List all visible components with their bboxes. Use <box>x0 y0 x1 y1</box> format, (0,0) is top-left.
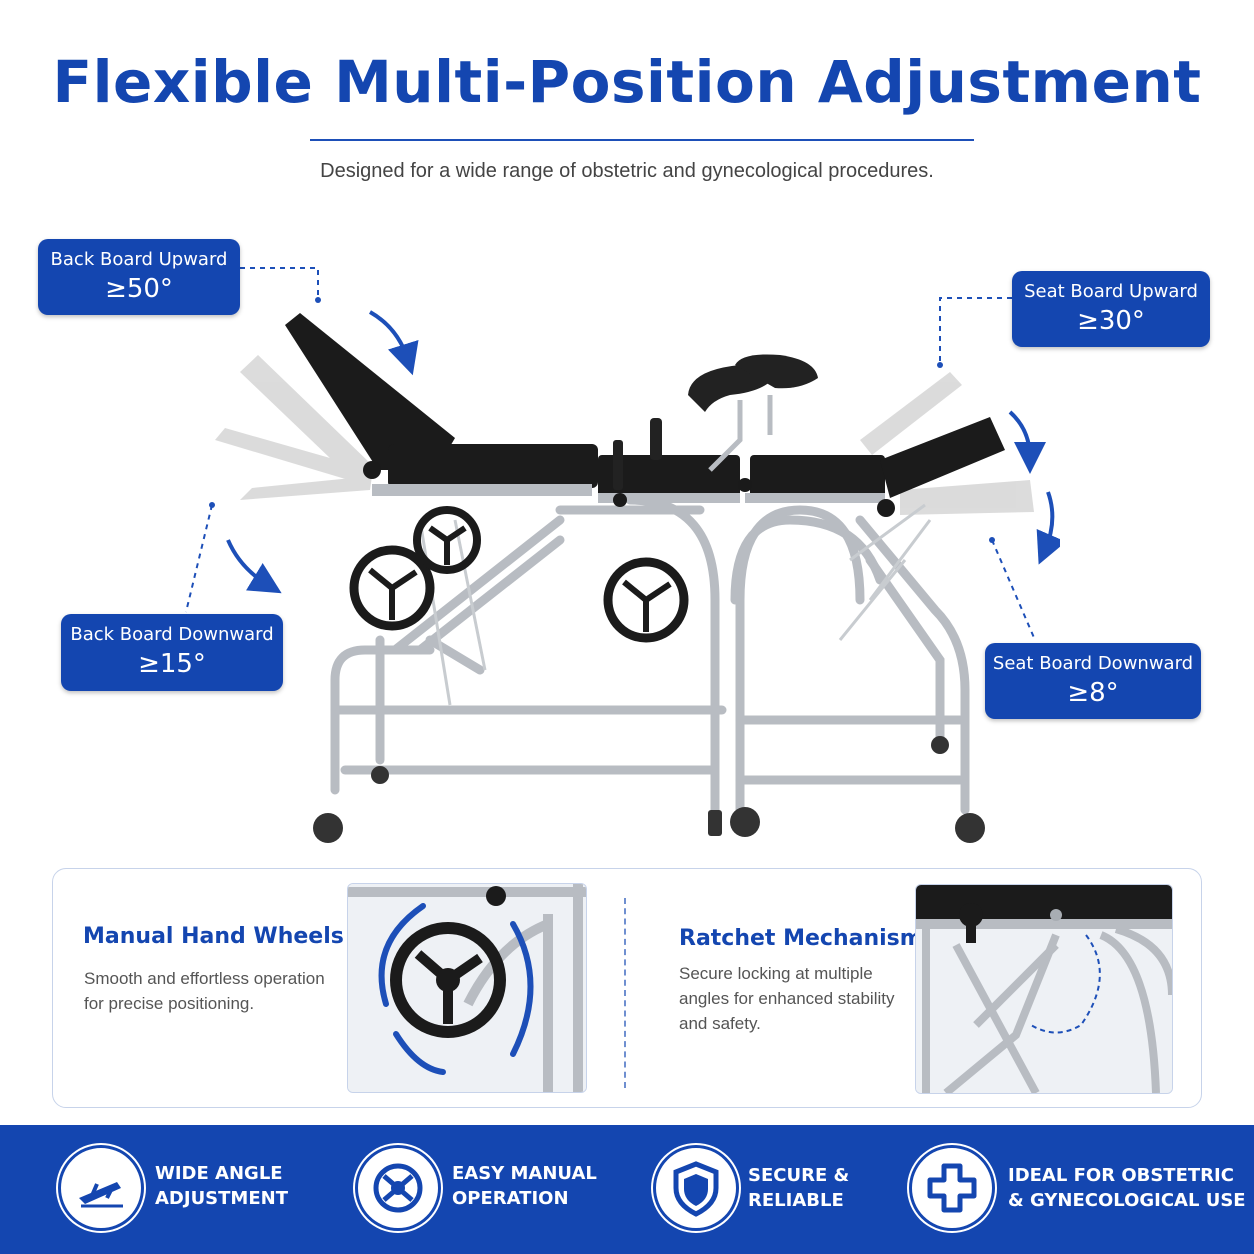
feature-desc-hand-wheels: Smooth and effortless operation for prec… <box>84 966 325 1016</box>
medical-cross-icon <box>909 1145 995 1231</box>
feature-desc-line: Smooth and effortless operation <box>84 969 325 988</box>
badge-line: ADJUSTMENT <box>155 1188 288 1209</box>
badge-line: EASY MANUAL <box>452 1163 597 1184</box>
callout-leaders <box>185 267 1036 641</box>
callout-label: Seat Board Upward <box>1024 281 1198 302</box>
page-subtitle: Designed for a wide range of obstetric a… <box>320 160 934 182</box>
feature-title-hand-wheels: Manual Hand Wheels <box>83 924 344 949</box>
callout-seat-board-upward: Seat Board Upward ≥30° <box>1012 271 1210 347</box>
callout-value: ≥15° <box>138 649 206 679</box>
feature-desc-line: angles for enhanced stability <box>679 989 895 1008</box>
callout-label: Back Board Downward <box>70 624 274 645</box>
callout-seat-board-downward: Seat Board Downward ≥8° <box>985 643 1201 719</box>
badge-line: SECURE & <box>748 1165 850 1186</box>
feature-title-ratchet: Ratchet Mechanisms <box>679 926 936 951</box>
feature-desc-line: and safety. <box>679 1014 761 1033</box>
badge-text-wide-angle: WIDE ANGLE ADJUSTMENT <box>155 1161 288 1211</box>
badge-line: RELIABLE <box>748 1190 844 1211</box>
callout-value: ≥50° <box>105 274 173 304</box>
badge-text-ideal-use: IDEAL FOR OBSTETRIC & GYNECOLOGICAL USE <box>1008 1163 1246 1213</box>
feature-divider <box>624 898 626 1088</box>
ratchet-closeup-image <box>915 884 1173 1094</box>
feature-badge-banner <box>0 1125 1254 1254</box>
callout-back-board-upward: Back Board Upward ≥50° <box>38 239 240 315</box>
obstetric-table-image <box>215 310 1060 843</box>
feature-desc-ratchet: Secure locking at multiple angles for en… <box>679 961 894 1036</box>
callout-label: Seat Board Downward <box>992 653 1194 674</box>
callout-value: ≥8° <box>1067 678 1119 708</box>
callout-back-board-downward: Back Board Downward ≥15° <box>61 614 283 691</box>
callout-value: ≥30° <box>1077 306 1145 336</box>
page-title: Flexible Multi-Position Adjustment <box>52 48 1202 116</box>
angle-adjust-icon <box>58 1145 144 1231</box>
badge-line: IDEAL FOR OBSTETRIC <box>1008 1165 1234 1186</box>
feature-desc-line: Secure locking at multiple <box>679 964 873 983</box>
callout-label: Back Board Upward <box>50 249 228 270</box>
badge-line: & GYNECOLOGICAL USE <box>1008 1190 1246 1211</box>
shield-icon <box>653 1145 739 1231</box>
badge-line: WIDE ANGLE <box>155 1163 283 1184</box>
badge-line: OPERATION <box>452 1188 569 1209</box>
hand-wheel-icon <box>355 1145 441 1231</box>
hand-wheel-closeup-image <box>347 883 587 1093</box>
badge-text-easy-manual: EASY MANUAL OPERATION <box>452 1161 597 1211</box>
title-underline <box>310 139 974 141</box>
feature-desc-line: for precise positioning. <box>84 994 255 1013</box>
badge-text-secure: SECURE & RELIABLE <box>748 1163 849 1213</box>
